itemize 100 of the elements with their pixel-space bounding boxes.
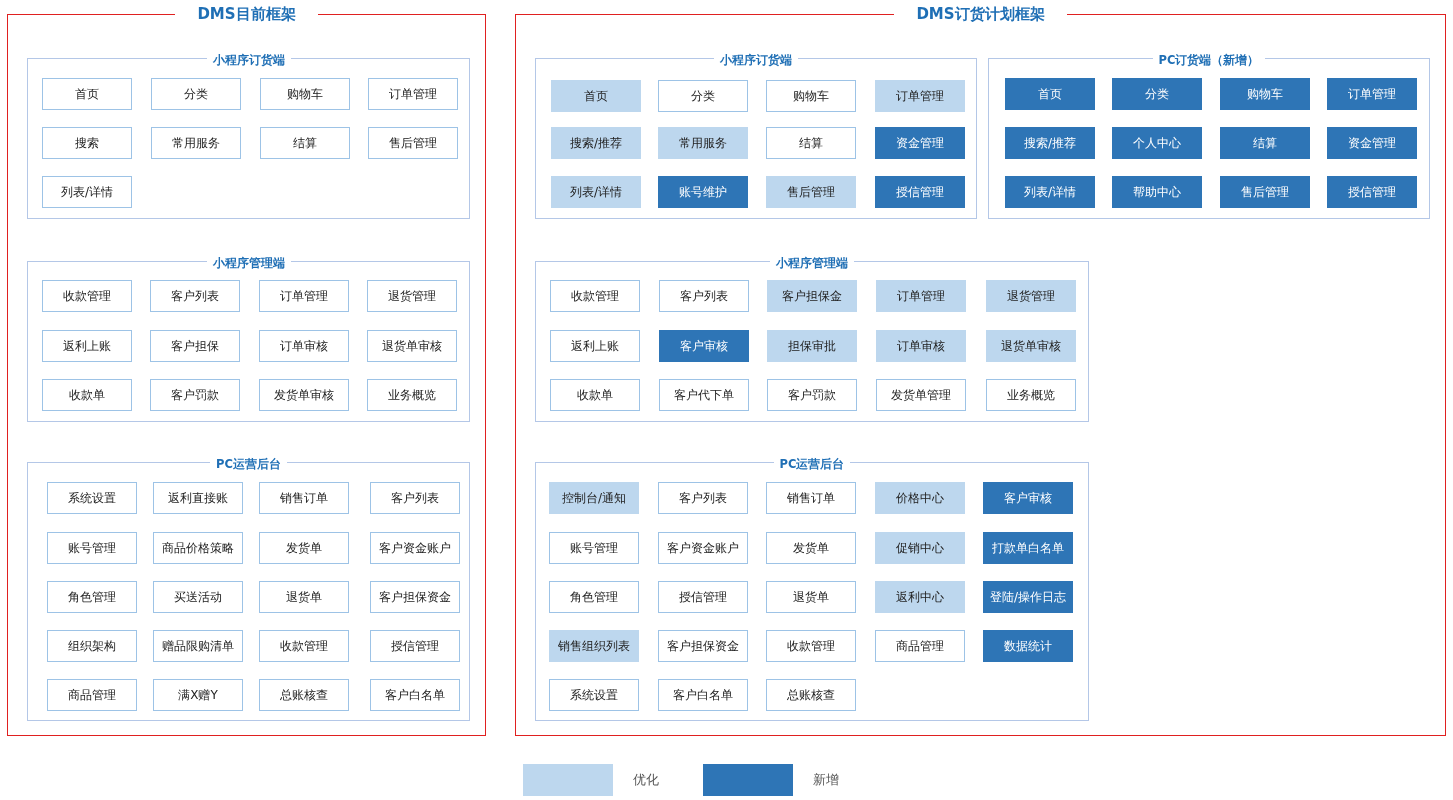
group-title: 小程序订货端 (206, 53, 291, 67)
menu-item-box: 促销中心 (875, 532, 965, 564)
menu-item-box: 收款单 (42, 379, 132, 411)
menu-item-box: 客户担保资金 (658, 630, 748, 662)
menu-item-box: 列表/详情 (551, 176, 641, 208)
menu-item-box: 收款管理 (766, 630, 856, 662)
menu-item-box: 首页 (42, 78, 132, 110)
menu-item-box: 结算 (1220, 127, 1310, 159)
menu-item-box: 账号管理 (47, 532, 137, 564)
menu-item-box: 订单审核 (876, 330, 966, 362)
menu-item-box: 发货单 (259, 532, 349, 564)
menu-item-box: 担保审批 (767, 330, 857, 362)
menu-item-box: 首页 (551, 80, 641, 112)
menu-item-box: 发货单审核 (259, 379, 349, 411)
menu-item-box: 收款管理 (42, 280, 132, 312)
menu-item-box: 购物车 (1220, 78, 1310, 110)
menu-item-box: 销售组织列表 (549, 630, 639, 662)
menu-item-box: 客户资金账户 (658, 532, 748, 564)
menu-item-box: 客户列表 (150, 280, 240, 312)
menu-item-box: 授信管理 (1327, 176, 1417, 208)
menu-item-box: 客户代下单 (659, 379, 749, 411)
group-title: 小程序订货端 (714, 53, 798, 67)
panel-title: DMS目前框架 (175, 5, 318, 23)
menu-item-box: 订单管理 (259, 280, 349, 312)
menu-item-box: 客户白名单 (658, 679, 748, 711)
menu-item-box: 首页 (1005, 78, 1095, 110)
menu-item-box: 收款管理 (259, 630, 349, 662)
menu-item-box: 客户列表 (658, 482, 748, 514)
menu-item-box: 售后管理 (368, 127, 458, 159)
menu-item-box: 退货单审核 (986, 330, 1076, 362)
menu-item-box: 数据统计 (983, 630, 1073, 662)
menu-item-box: 退货管理 (367, 280, 457, 312)
menu-item-box: 角色管理 (47, 581, 137, 613)
menu-item-box: 控制台/通知 (549, 482, 639, 514)
menu-item-box: 总账核查 (259, 679, 349, 711)
menu-item-box: 售后管理 (1220, 176, 1310, 208)
menu-item-box: 角色管理 (549, 581, 639, 613)
menu-item-box: 常用服务 (151, 127, 241, 159)
menu-item-box: 发货单 (766, 532, 856, 564)
menu-item-box: 结算 (766, 127, 856, 159)
group-title: PC运营后台 (773, 457, 851, 471)
menu-item-box: 商品价格策略 (153, 532, 243, 564)
menu-item-box: 购物车 (766, 80, 856, 112)
menu-item-box: 销售订单 (766, 482, 856, 514)
menu-item-box: 系统设置 (47, 482, 137, 514)
menu-item-box: 分类 (658, 80, 748, 112)
menu-item-box: 订单管理 (876, 280, 966, 312)
menu-item-box: 授信管理 (658, 581, 748, 613)
menu-item-box: 客户担保 (150, 330, 240, 362)
menu-item-box: 订单管理 (368, 78, 458, 110)
menu-item-box: 资金管理 (1327, 127, 1417, 159)
menu-item-box: 退货管理 (986, 280, 1076, 312)
menu-item-box: 客户白名单 (370, 679, 460, 711)
group-title: 小程序管理端 (770, 256, 854, 270)
menu-item-box: 价格中心 (875, 482, 965, 514)
panel-title: DMS订货计划框架 (894, 5, 1067, 23)
menu-item-box: 返利中心 (875, 581, 965, 613)
menu-item-box: 客户资金账户 (370, 532, 460, 564)
menu-item-box: 客户列表 (370, 482, 460, 514)
menu-item-box: 授信管理 (370, 630, 460, 662)
menu-item-box: 订单审核 (259, 330, 349, 362)
menu-item-box: 退货单 (259, 581, 349, 613)
menu-item-box: 买送活动 (153, 581, 243, 613)
menu-item-box: 系统设置 (549, 679, 639, 711)
menu-item-box: 客户审核 (659, 330, 749, 362)
menu-item-box: 客户担保金 (767, 280, 857, 312)
menu-item-box: 登陆/操作日志 (983, 581, 1073, 613)
menu-item-box: 订单管理 (875, 80, 965, 112)
menu-item-box: 总账核查 (766, 679, 856, 711)
menu-item-box: 账号管理 (549, 532, 639, 564)
menu-item-box: 返利直接账 (153, 482, 243, 514)
group-title: PC运营后台 (210, 457, 287, 471)
menu-item-box: 退货单 (766, 581, 856, 613)
menu-item-box: 搜索 (42, 127, 132, 159)
menu-item-box: 帮助中心 (1112, 176, 1202, 208)
menu-item-box: 客户罚款 (767, 379, 857, 411)
menu-item-box: 账号维护 (658, 176, 748, 208)
legend-label: 新增 (813, 771, 839, 789)
legend-label: 优化 (633, 771, 659, 789)
menu-item-box: 客户审核 (983, 482, 1073, 514)
menu-item-box: 业务概览 (986, 379, 1076, 411)
menu-item-box: 组织架构 (47, 630, 137, 662)
menu-item-box: 返利上账 (550, 330, 640, 362)
menu-item-box: 打款单白名单 (983, 532, 1073, 564)
group-title: PC订货端（新增） (1152, 53, 1266, 67)
menu-item-box: 列表/详情 (42, 176, 132, 208)
group-title: 小程序管理端 (206, 256, 291, 270)
menu-item-box: 商品管理 (875, 630, 965, 662)
menu-item-box: 购物车 (260, 78, 350, 110)
menu-item-box: 销售订单 (259, 482, 349, 514)
menu-item-box: 授信管理 (875, 176, 965, 208)
menu-item-box: 列表/详情 (1005, 176, 1095, 208)
menu-item-box: 客户担保资金 (370, 581, 460, 613)
menu-item-box: 商品管理 (47, 679, 137, 711)
menu-item-box: 赠品限购清单 (153, 630, 243, 662)
menu-item-box: 满X赠Y (153, 679, 243, 711)
menu-item-box: 常用服务 (658, 127, 748, 159)
menu-item-box: 返利上账 (42, 330, 132, 362)
menu-item-box: 收款单 (550, 379, 640, 411)
menu-item-box: 搜索/推荐 (551, 127, 641, 159)
